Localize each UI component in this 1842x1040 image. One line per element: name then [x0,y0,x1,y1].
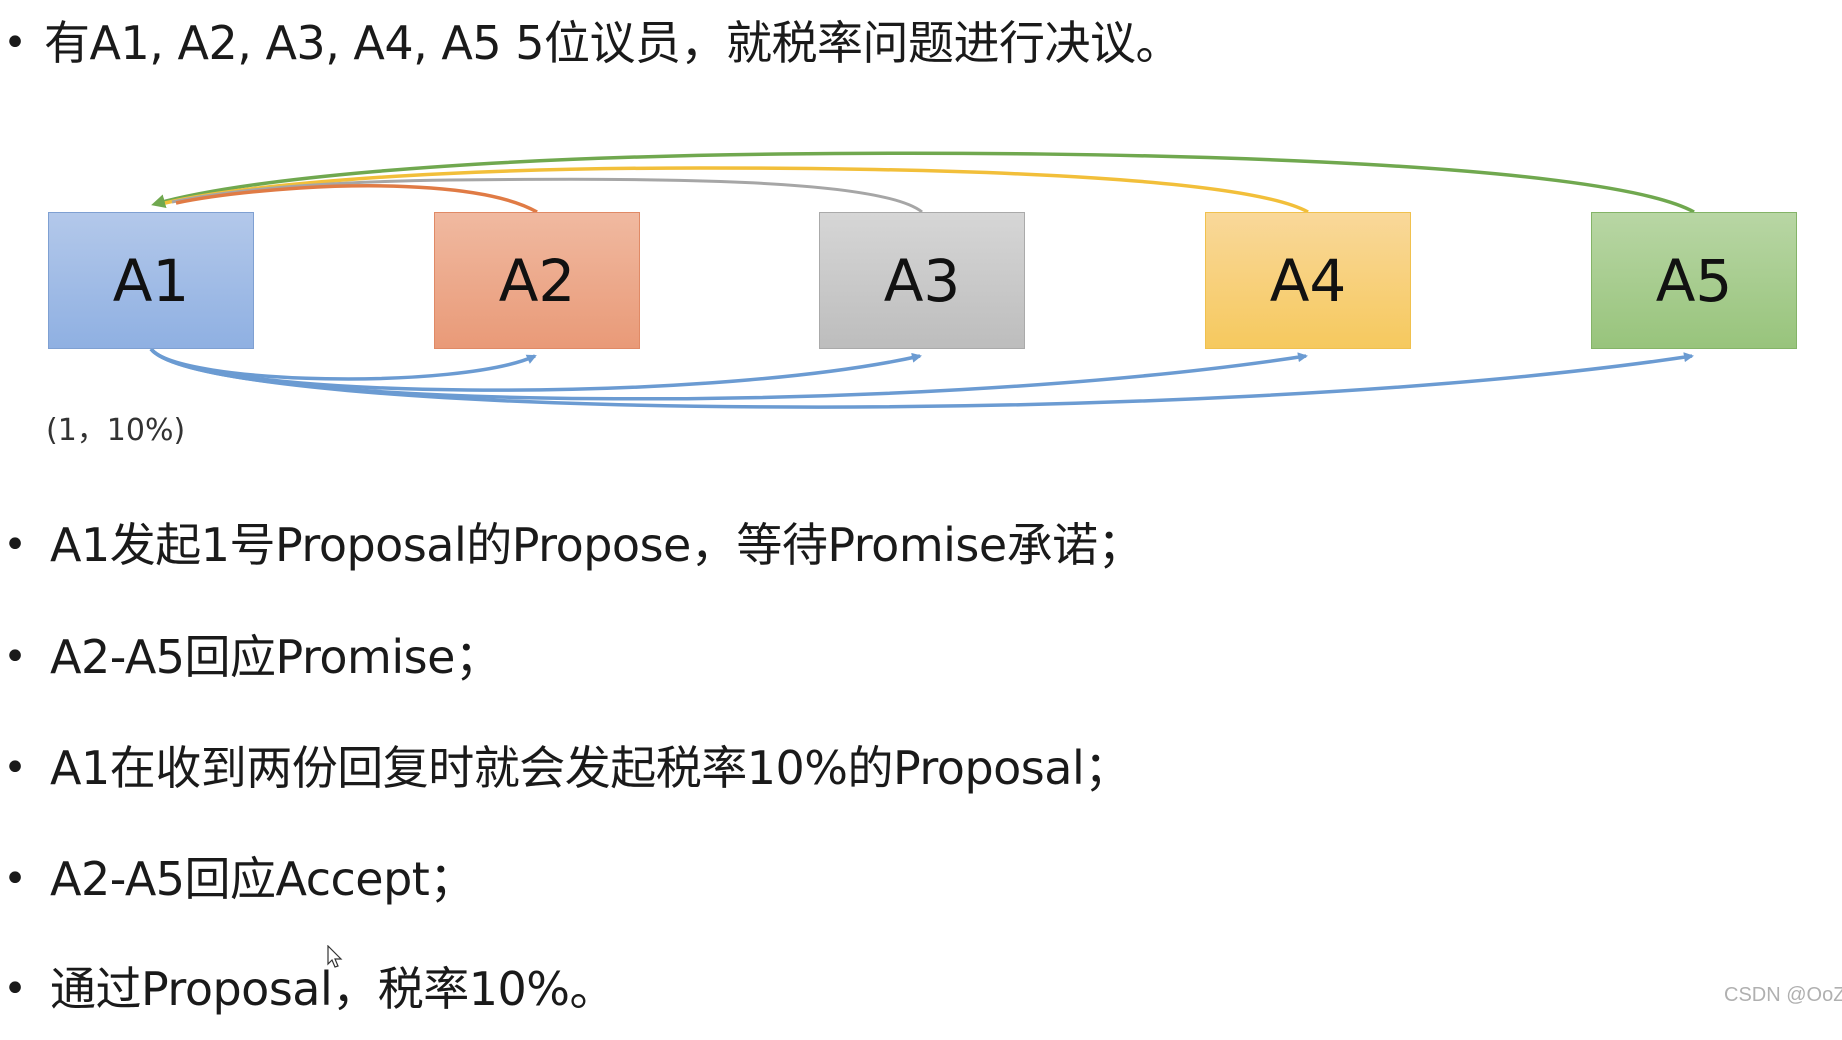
step-line-3: • A1在收到两份回复时就会发起税率10%的Proposal； [0,745,1130,791]
bullet-icon: • [3,20,27,66]
step-line-2: • A2-A5回应Promise； [0,630,501,684]
watermark: CSDN @OoZ [1724,984,1842,1006]
bullet-icon: • [3,966,27,1012]
step-line-4: • A2-A5回应Accept； [0,856,475,902]
intro-text: 有A1, A2, A3, A4, A5 5位议员，就税率问题进行决议。 [44,16,1182,70]
node-a1: A1 [48,212,254,349]
step-line-1: • A1发起1号Proposal的Propose，等待Promise承诺； [0,522,1143,568]
bullet-icon: • [3,745,27,791]
bullet-icon: • [3,634,27,680]
node-a4: A4 [1205,212,1411,349]
node-a5: A5 [1591,212,1797,349]
arrow-a2-to-a1 [175,184,538,214]
node-a3: A3 [819,212,1025,349]
arrow-a4-to-a1 [164,166,1309,214]
arrow-a1-to-a2 [149,347,537,381]
step-text: A1发起1号Proposal的Propose，等待Promise承诺； [50,518,1144,572]
arrow-a1-to-a3 [149,347,922,392]
arrow-a5-to-a1 [151,151,1695,214]
step-text: A1在收到两份回复时就会发起税率10%的Proposal； [50,741,1130,795]
arrow-a1-to-a5 [149,347,1694,409]
proposal-label: (1，10%) [46,413,186,448]
step-text: A2-A5回应Promise； [50,630,501,684]
mouse-cursor-icon [327,945,343,968]
arrow-a1-to-a4 [149,347,1308,401]
bullet-icon: • [3,856,27,902]
step-line-5: • 通过Proposal，税率10%。 [0,966,615,1012]
step-text: A2-A5回应Accept； [50,852,475,906]
intro-line: • 有A1, A2, A3, A4, A5 5位议员，就税率问题进行决议。 [0,20,1181,66]
step-text: 通过Proposal，税率10%。 [50,962,616,1016]
bullet-icon: • [3,522,27,568]
arrow-a3-to-a1 [171,177,923,214]
node-a2: A2 [434,212,640,349]
